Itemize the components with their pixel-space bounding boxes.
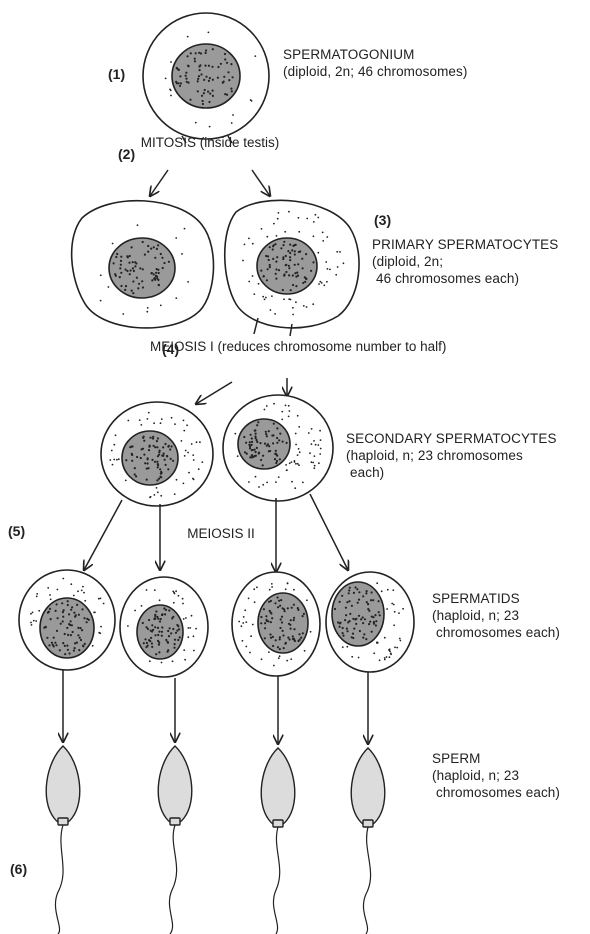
meiosis-one-title: MEIOSIS I xyxy=(150,339,214,354)
secondary-spermatocyte-right xyxy=(223,395,333,501)
stage-number-1: (1) xyxy=(108,66,125,82)
meiosis-one-label: MEIOSIS I (reduces chromosome number to … xyxy=(150,338,420,355)
spermatids-label: SPERMATIDS (haploid, n; 23 chromosomes e… xyxy=(432,590,560,641)
stage-number-6: (6) xyxy=(10,861,27,877)
sperm-line2: (haploid, n; 23 xyxy=(432,767,560,784)
spermatids-title: SPERMATIDS xyxy=(432,590,560,607)
spermatogonium-title: SPERMATOGONIUM xyxy=(283,46,467,63)
primary-title: PRIMARY SPERMATOCYTES xyxy=(372,236,558,253)
sperm-4 xyxy=(351,748,385,934)
stage-number-2: (2) xyxy=(118,146,135,162)
sperm-2 xyxy=(158,746,192,934)
spermatogonium-label: SPERMATOGONIUM (diploid, 2n; 46 chromoso… xyxy=(283,46,467,80)
sperm-3 xyxy=(261,748,295,934)
spermatids-line2: (haploid, n; 23 xyxy=(432,607,560,624)
stage-number-5: (5) xyxy=(8,523,25,539)
secondary-line3: each) xyxy=(346,464,557,481)
sperm-label: SPERM (haploid, n; 23 chromosomes each) xyxy=(432,750,560,801)
spermatid-2 xyxy=(120,577,208,677)
sperm-1 xyxy=(46,746,80,934)
mitosis-detail: (inside testis) xyxy=(200,135,280,150)
secondary-spermatocytes-label: SECONDARY SPERMATOCYTES (haploid, n; 23 … xyxy=(346,430,557,481)
meiosis-two-label: MEIOSIS II xyxy=(176,525,266,542)
primary-line2: (diploid, 2n; xyxy=(372,253,558,270)
primary-spermatocytes-label: PRIMARY SPERMATOCYTES (diploid, 2n; 46 c… xyxy=(372,236,558,287)
secondary-line2: (haploid, n; 23 chromosomes xyxy=(346,447,557,464)
secondary-spermatocyte-left xyxy=(101,402,213,506)
secondary-title: SECONDARY SPERMATOCYTES xyxy=(346,430,557,447)
spermatid-3 xyxy=(232,572,320,676)
spermatogonium-detail: (diploid, 2n; 46 chromosomes) xyxy=(283,63,467,80)
primary-spermatocyte-right xyxy=(225,200,359,328)
sperm-title: SPERM xyxy=(432,750,560,767)
primary-spermatocyte-left xyxy=(72,201,214,328)
maturation-arrows xyxy=(63,670,368,744)
primary-line3: 46 chromosomes each) xyxy=(372,270,558,287)
meiosis-two-title: MEIOSIS II xyxy=(187,526,255,541)
mitosis-title: MITOSIS xyxy=(141,135,196,150)
sperm-line3: chromosomes each) xyxy=(432,784,560,801)
mitosis-label: MITOSIS (inside testis) xyxy=(140,134,280,151)
meiosis-one-arrows xyxy=(196,318,292,404)
meiosis-one-detail: (reduces chromosome number to half) xyxy=(218,339,447,354)
spermatids-line3: chromosomes each) xyxy=(432,624,560,641)
stage-number-3: (3) xyxy=(374,212,391,228)
